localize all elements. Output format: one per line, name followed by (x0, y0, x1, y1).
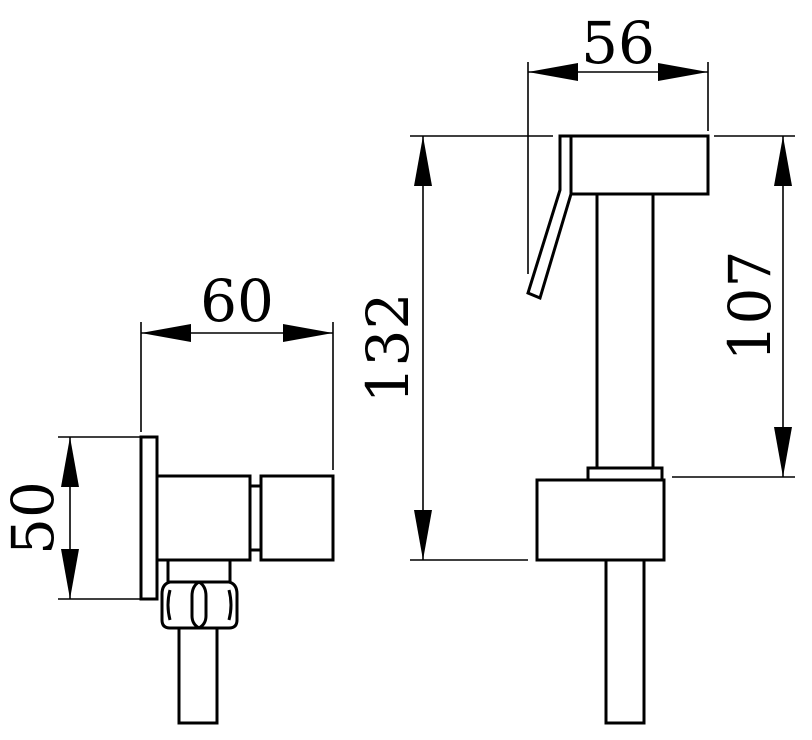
valve-handle (259, 474, 335, 562)
arrowhead (774, 427, 792, 477)
dimension-head-width: 56 (527, 9, 709, 274)
arrowhead (414, 136, 432, 186)
holder-block (535, 478, 666, 562)
arrowhead (658, 63, 708, 81)
wall-flange (139, 435, 159, 601)
sprayer-head (569, 134, 710, 196)
hose-pipe (604, 558, 646, 725)
angle-valve (139, 435, 335, 725)
hex-nut-facet (227, 589, 233, 621)
hex-nut (160, 580, 239, 630)
valve-neck (166, 558, 232, 584)
dimension-label: 56 (581, 9, 655, 77)
sprayer-lever (526, 134, 573, 301)
sprayer-collar (586, 466, 664, 482)
arrowhead (528, 63, 578, 81)
sprayer-stem (595, 192, 655, 470)
inlet-pipe (177, 626, 219, 725)
valve-body (155, 474, 252, 562)
arrowhead (283, 324, 333, 342)
hex-nut-facet (166, 589, 172, 621)
dimension-total-height: 132 (354, 135, 553, 561)
sprayer-assembly (526, 134, 710, 725)
arrowhead (61, 437, 79, 487)
arrowhead (141, 324, 191, 342)
dimension-holder-height: 107 (672, 135, 795, 478)
arrowhead (774, 136, 792, 186)
dimension-label: 60 (200, 267, 274, 335)
dimension-label: 132 (354, 293, 422, 404)
dimension-label: 107 (716, 251, 784, 362)
dimension-valve-height: 50 (0, 436, 141, 600)
dimension-valve-width: 60 (140, 267, 334, 470)
arrowhead (414, 510, 432, 560)
dimension-label: 50 (0, 481, 67, 555)
arrowhead (61, 549, 79, 599)
